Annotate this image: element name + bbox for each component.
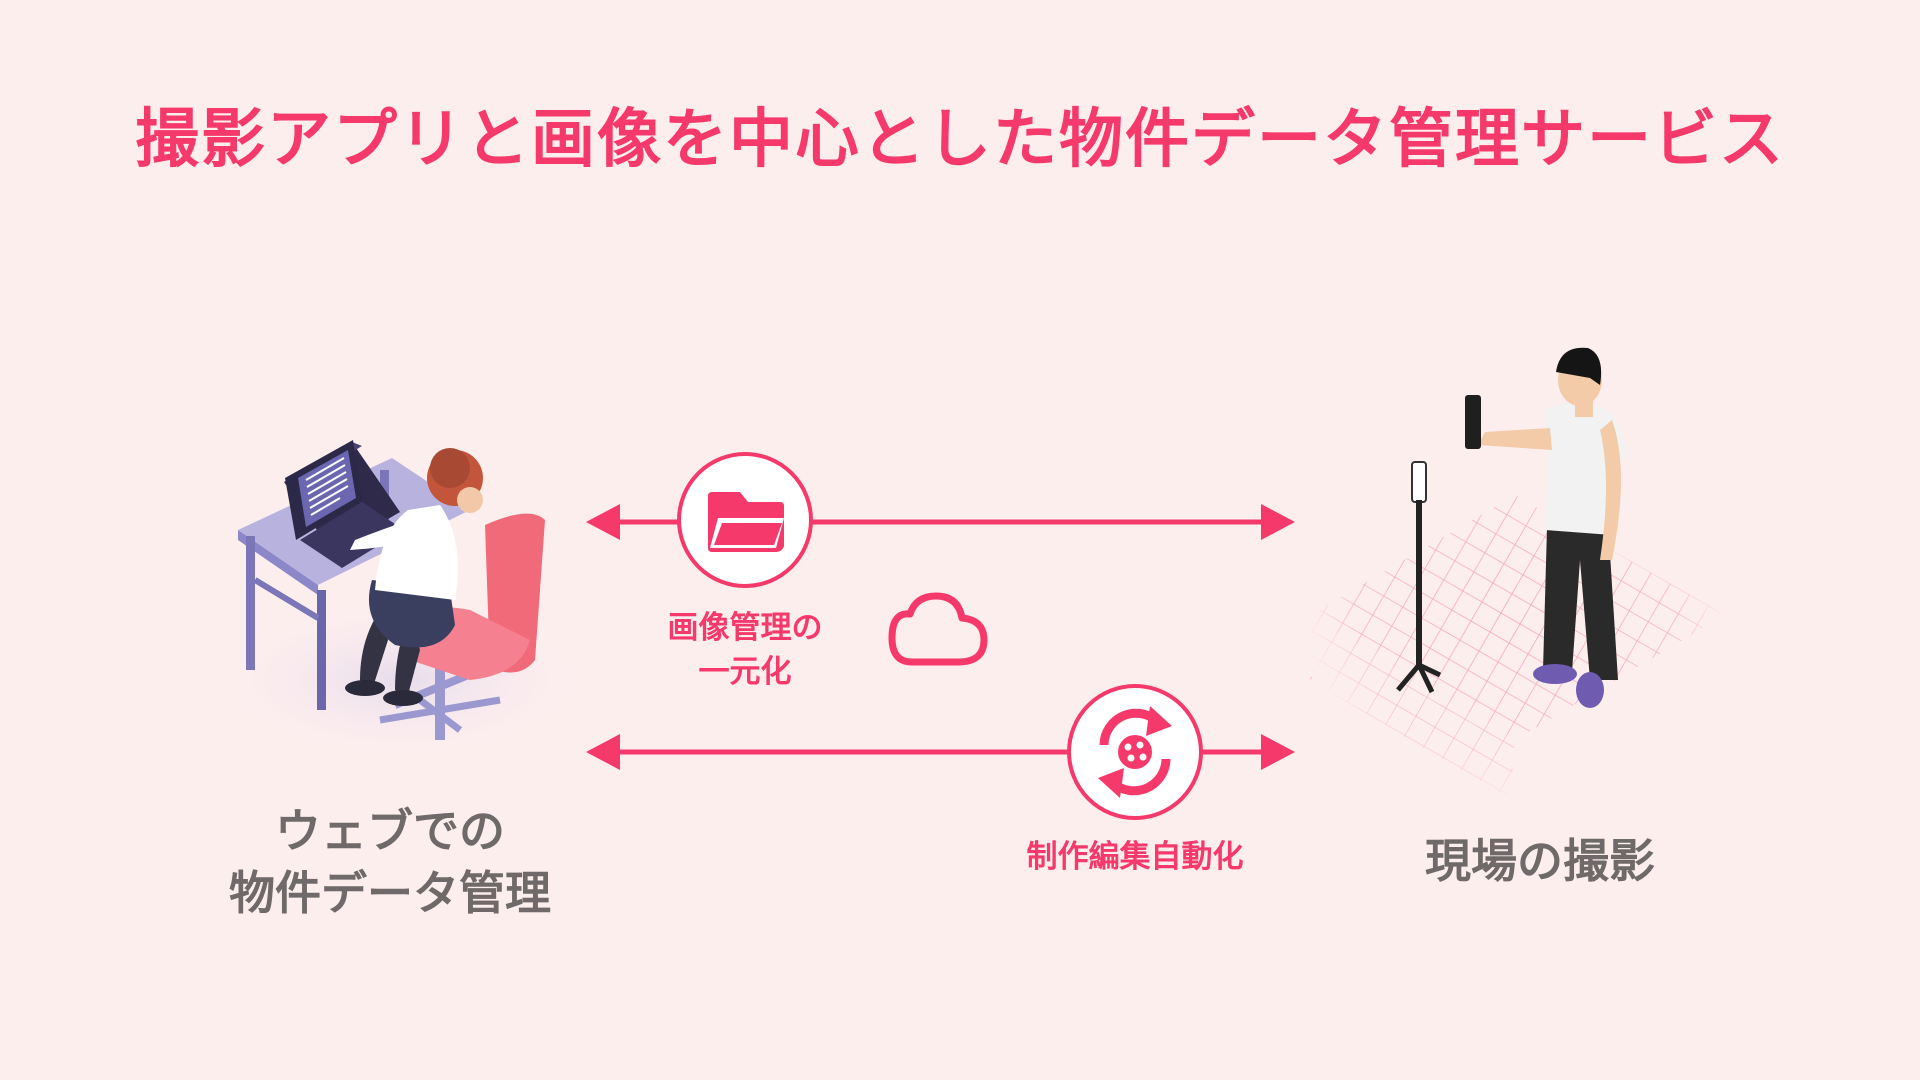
photographer-illustration — [1300, 347, 1730, 805]
bottom-flow-label: 制作編集自動化 — [1026, 839, 1244, 875]
folder-icon — [708, 492, 784, 552]
office-worker-illustration — [200, 440, 600, 765]
cloud-icon — [888, 592, 988, 666]
sync-badge — [1067, 684, 1203, 820]
left-label: ウェブでの 物件データ管理 — [180, 800, 600, 924]
top-flow-label-line2: 一元化 — [698, 654, 792, 690]
folder-badge — [677, 452, 813, 588]
top-flow-label: 画像管理の 一元化 — [595, 606, 895, 694]
left-label-line1: ウェブでの — [275, 804, 505, 858]
left-label-line2: 物件データ管理 — [229, 866, 551, 920]
sync-icon — [1098, 706, 1172, 798]
page-title: 撮影アプリと画像を中心とした物件データ管理サービス — [135, 103, 1785, 177]
top-flow-label-line1: 画像管理の — [667, 610, 823, 646]
right-label: 現場の撮影 — [1425, 834, 1655, 888]
